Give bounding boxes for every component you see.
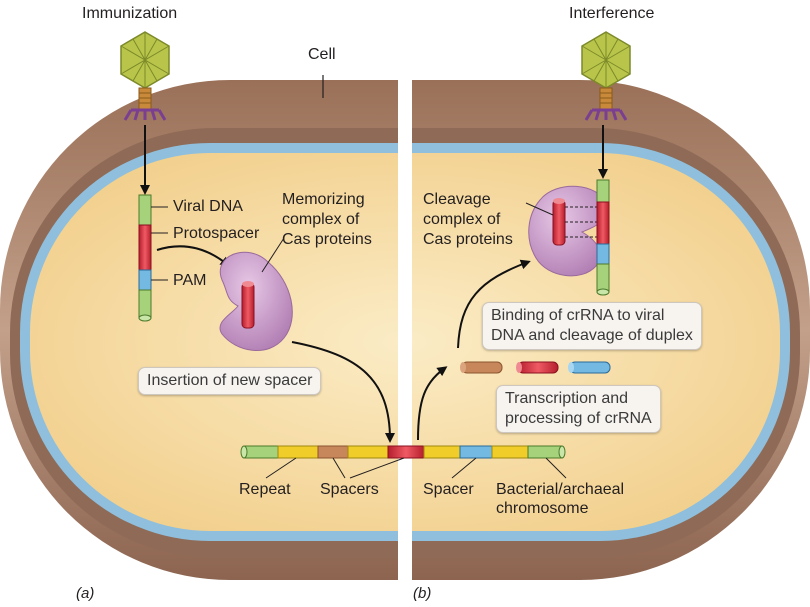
repeat-pointer: [265, 457, 297, 479]
memorizing-label-2: complex of: [282, 211, 360, 228]
capture-arrow: [156, 245, 231, 267]
bacteriophage-right-icon: [581, 31, 631, 121]
insertion-caption-text: Insertion of new spacer: [147, 372, 313, 389]
pam-label: PAM: [173, 272, 207, 289]
viral-dna-label: Viral DNA: [173, 198, 243, 215]
binding-caption: Binding of crRNA to viral DNA and cleava…: [482, 302, 702, 350]
binding-caption-line1: Binding of crRNA to viral: [491, 307, 665, 324]
memorizing-label-1: Memorizing: [282, 191, 365, 208]
protospacer-label: Protospacer: [173, 225, 260, 242]
cleavage-label-1: Cleavage: [423, 191, 491, 208]
memorizing-label-3: Cas proteins: [282, 231, 372, 248]
spacer-label: Spacer: [423, 481, 474, 498]
immunization-label: Immunization: [82, 5, 178, 22]
panel-divider: [398, 70, 412, 580]
cleavage-label-2: complex of: [423, 211, 501, 228]
cell-label: Cell: [308, 46, 336, 63]
bacteriophage-left-icon: [120, 31, 170, 121]
crispr-array: [240, 445, 566, 459]
transcription-caption-line2: processing of crRNA: [505, 410, 652, 427]
spacers-label: Spacers: [320, 481, 379, 498]
memorizing-cas-complex: [219, 251, 293, 351]
spacers-pointer-2: [349, 457, 405, 479]
viral-dna-right: [596, 179, 610, 296]
repeat-label: Repeat: [239, 481, 291, 498]
cleavage-cas-complex: [528, 185, 608, 277]
crrna-pieces: [460, 361, 611, 374]
binding-caption-line2: DNA and cleavage of duplex: [491, 327, 693, 344]
viral-dna-left: [138, 194, 152, 322]
transcription-caption: Transcription and processing of crRNA: [496, 385, 661, 433]
panel-b-label: (b): [413, 585, 432, 602]
insertion-caption: Insertion of new spacer: [138, 367, 322, 395]
spacer-pointer: [451, 457, 477, 479]
cleavage-label-3: Cas proteins: [423, 231, 513, 248]
insertion-arrow: [291, 341, 395, 443]
binding-arrow: [457, 259, 531, 349]
cleavage-pointer: [525, 202, 554, 216]
transcription-caption-line1: Transcription and: [505, 390, 629, 407]
chromosome-pointer: [545, 457, 567, 479]
chromosome-label-2: chromosome: [496, 500, 589, 517]
memorizing-pointer: [261, 237, 285, 273]
chromosome-label-1: Bacterial/archaeal: [496, 481, 625, 498]
spacers-pointer-1: [332, 457, 346, 479]
panel-a-label: (a): [76, 585, 95, 602]
interference-label: Interference: [569, 5, 655, 22]
transcription-arrow: [417, 366, 448, 441]
